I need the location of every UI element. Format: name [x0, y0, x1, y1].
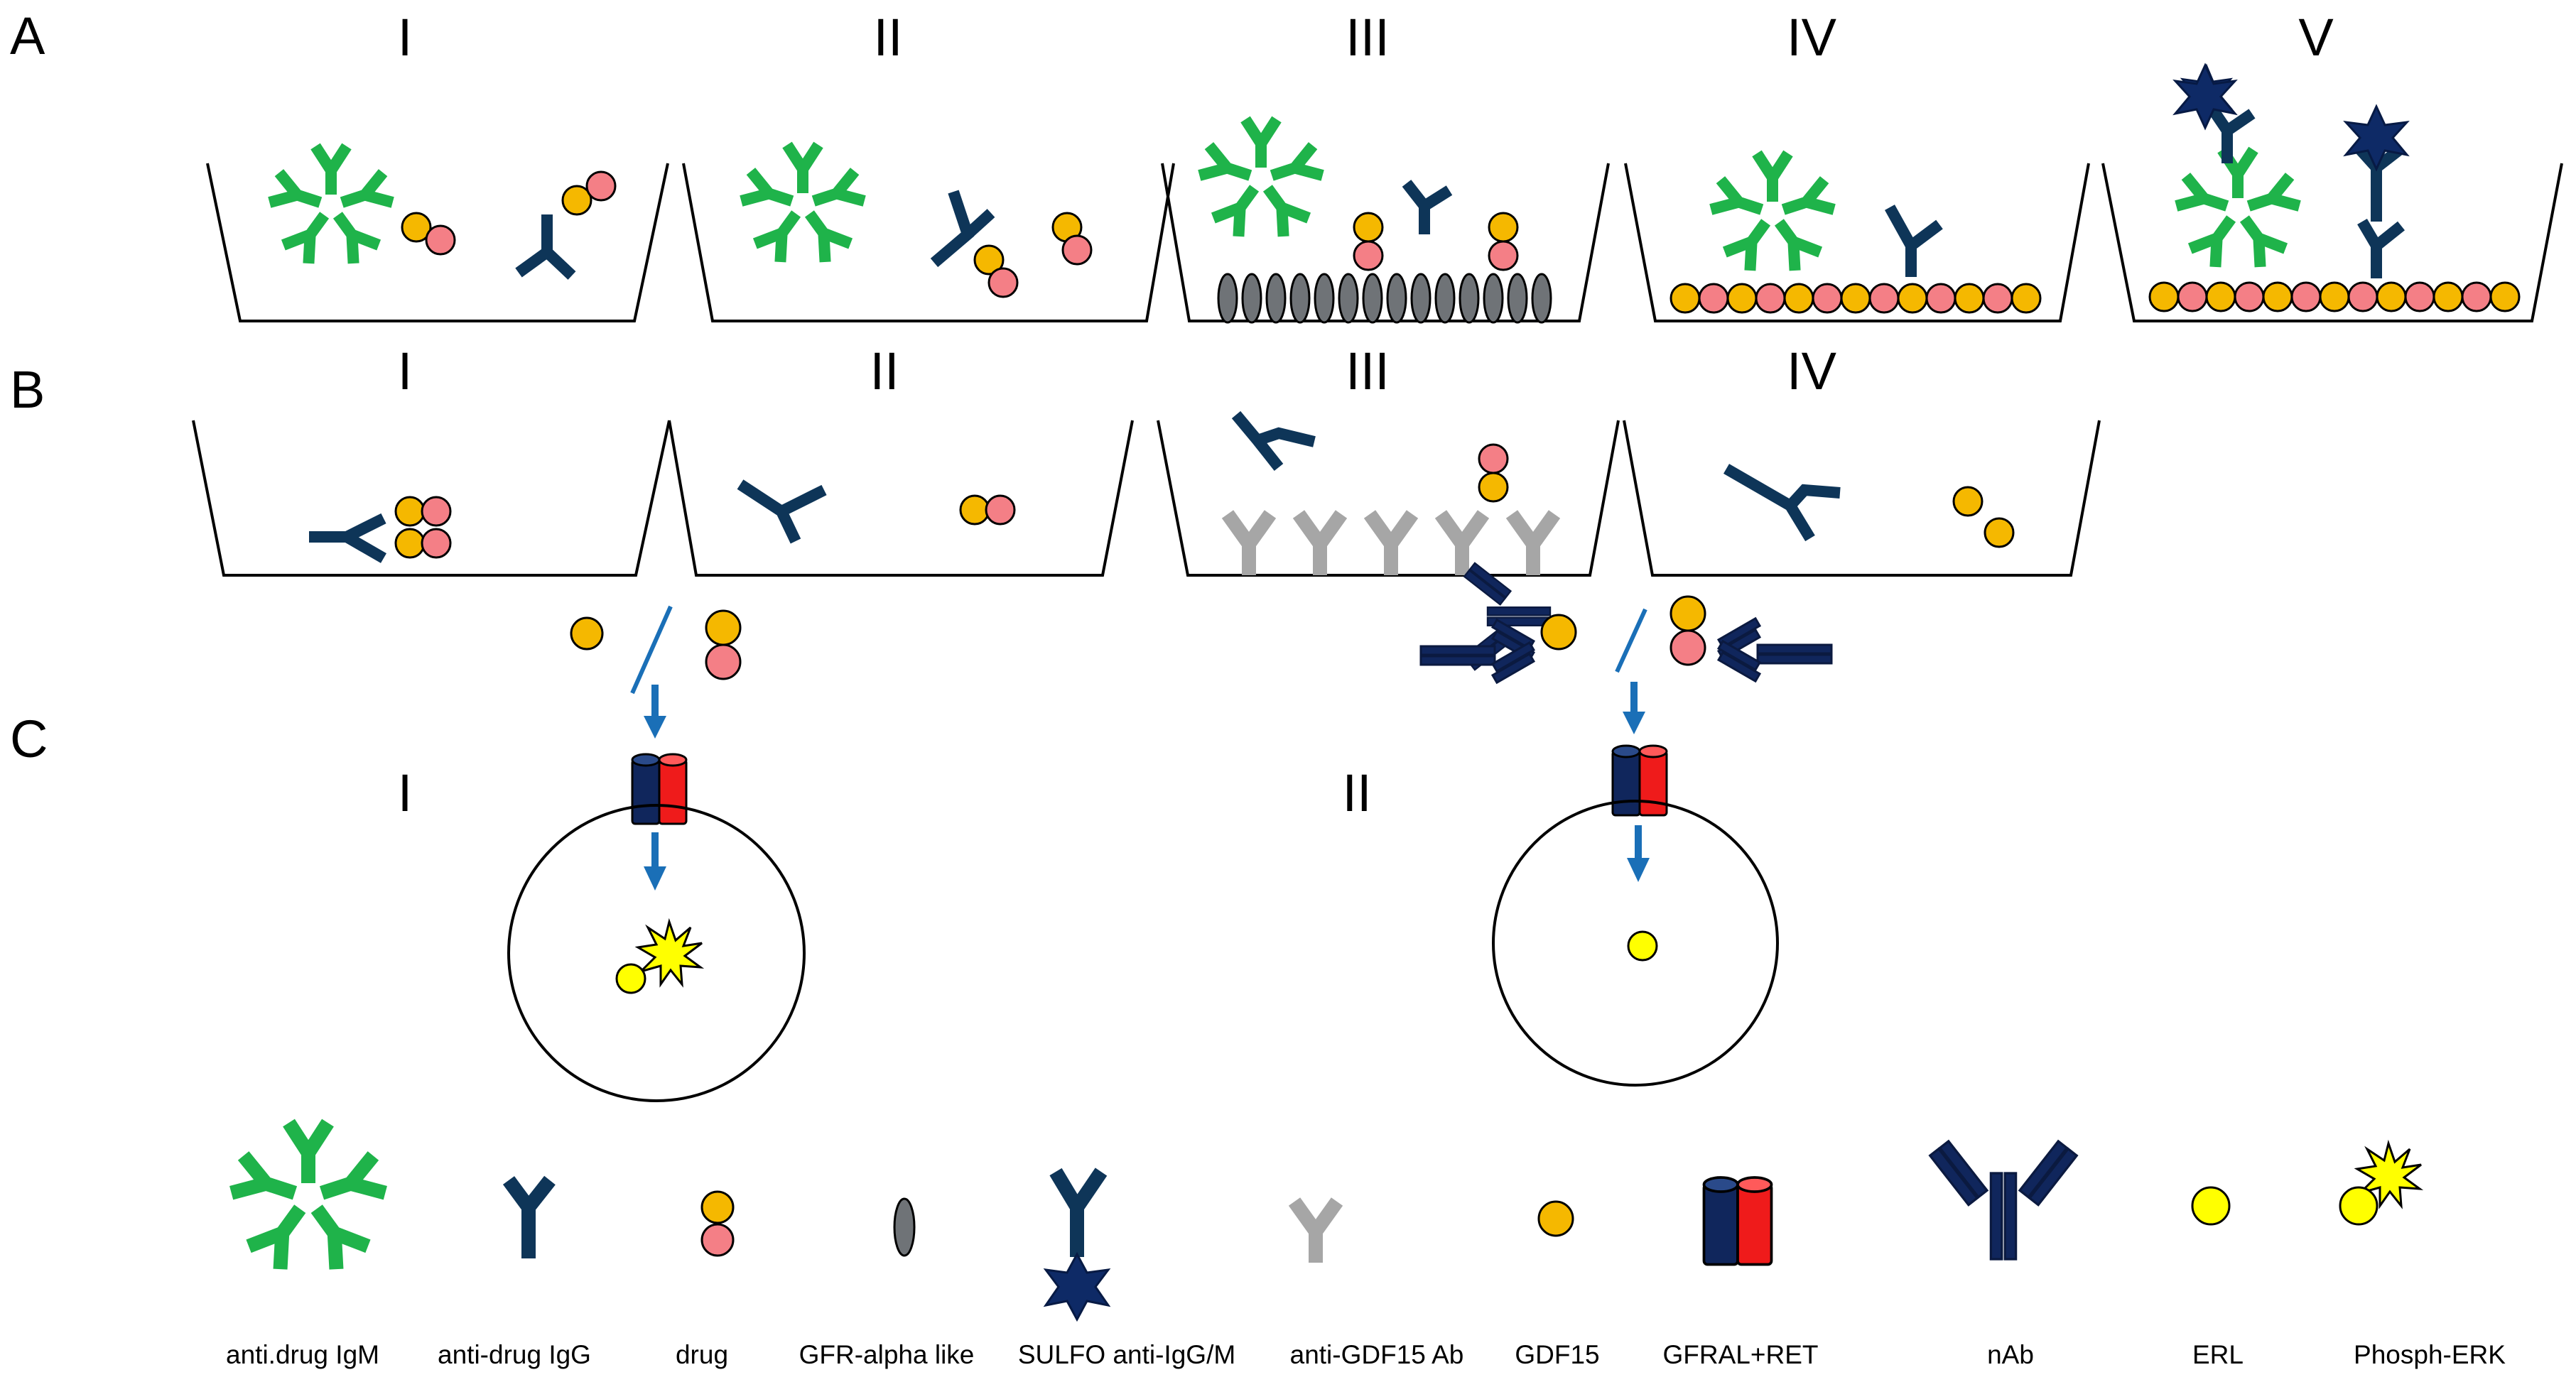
row-a-label-1: I: [398, 8, 413, 67]
phospho-erk-icon: [2339, 1142, 2423, 1226]
row-c-label-2: II: [1342, 763, 1371, 822]
legend-gfr-label: GFR-alpha like: [799, 1340, 975, 1369]
row-b-wells: [192, 420, 2101, 577]
legend-gfral-label: GFRAL+RET: [1663, 1340, 1819, 1369]
igg-icon: [1402, 180, 1453, 234]
drug-icon: [1488, 212, 1519, 271]
igg-drug-complex: [930, 190, 1019, 298]
gfral-ret-receptor: [631, 753, 688, 825]
igm-icon: [232, 1123, 386, 1269]
drug-coated-row: [1669, 283, 2042, 314]
panel-label-a: A: [10, 6, 45, 65]
legend-gdf15-label: GDF15: [1515, 1340, 1599, 1369]
row-b-label-2: II: [870, 342, 899, 401]
panel-label-b: B: [10, 360, 45, 419]
igg-gdf15-drug-complex: [309, 496, 452, 563]
legend-nab-label: nAb: [1987, 1340, 2034, 1369]
slash-divider: [1615, 608, 1647, 673]
phospho-erk-icon: [615, 920, 703, 994]
legend-drug-label: drug: [676, 1340, 728, 1369]
gdf15-icon: [570, 616, 604, 651]
igg-icon: [1231, 410, 1316, 471]
igg-icon: [502, 1175, 556, 1258]
row-a-wells: [206, 163, 2563, 322]
sulfo-star-icon: [2172, 62, 2238, 131]
sulfo-igg-complex: [2181, 65, 2256, 163]
gfral-ret-receptor: [1611, 744, 1668, 817]
row-b-label-1: I: [398, 342, 413, 401]
row-a-label-3: III: [1346, 8, 1390, 67]
drug-icon: [1478, 443, 1509, 503]
gfr-alpha-icon: [893, 1197, 916, 1257]
panel-label-c: C: [10, 709, 48, 768]
row-b-label-3: III: [1346, 342, 1390, 401]
drug-icon: [700, 1190, 735, 1257]
igm-icon: [269, 146, 392, 263]
cell: [1492, 800, 1779, 1087]
legend-igg-label: anti-drug IgG: [438, 1340, 591, 1369]
row-a-label-2: II: [873, 8, 902, 67]
anti-gdf15-icon: [1294, 1202, 1337, 1263]
gdf15-icon: [1952, 486, 1984, 517]
row-a-label-4: IV: [1787, 8, 1837, 67]
igm-icon: [741, 145, 864, 262]
gdf15-icon: [1537, 1200, 1574, 1237]
drug-icon: [1353, 212, 1384, 271]
drug-icon: [1051, 212, 1093, 266]
igm-icon: [1199, 119, 1322, 236]
arrow-down-icon: [644, 832, 666, 891]
erl-icon: [1627, 930, 1658, 962]
gfral-ret-icon: [1702, 1176, 1773, 1266]
nab-drug-complex: [1669, 595, 1833, 683]
legend-perk-label: Phosph-ERK: [2354, 1340, 2506, 1369]
slash-divider: [630, 605, 673, 695]
gfr-alpha-row: [1217, 273, 1552, 324]
erl-icon: [2191, 1186, 2231, 1226]
igm-icon: [2176, 150, 2299, 267]
row-b-label-4: IV: [1787, 342, 1837, 401]
drug-icon: [401, 212, 456, 256]
sulfo-igg-complex: [2353, 142, 2405, 278]
igg-icon: [737, 479, 827, 544]
drug-coated-row: [2148, 281, 2521, 312]
legend-sulfo-label: SULFO anti-IgG/M: [1018, 1340, 1235, 1369]
legend-anti-gdf15-label: anti-GDF15 Ab: [1290, 1340, 1464, 1369]
nab-icon: [1929, 1140, 2078, 1261]
nab-gdf15-complex: [1419, 614, 1577, 685]
igm-icon: [1711, 153, 1834, 271]
cell: [507, 804, 806, 1102]
anti-gdf15-row: [1228, 514, 1554, 575]
arrow-down-icon: [1627, 825, 1650, 882]
gdf15-icon: [1984, 517, 2015, 548]
drug-icon: [705, 609, 742, 680]
igg-icon: [1723, 464, 1841, 542]
drug-icon: [959, 494, 1016, 526]
igg-icon: [1885, 205, 1943, 277]
legend-igm-label: anti.drug IgM: [226, 1340, 379, 1369]
row-c-label-1: I: [398, 763, 413, 822]
row-a-label-5: V: [2298, 8, 2334, 67]
igg-drug-complex: [515, 170, 617, 280]
arrow-down-icon: [644, 685, 666, 739]
arrow-down-icon: [1623, 682, 1645, 734]
sulfo-anti-igg-icon: [1043, 1168, 1111, 1322]
legend-erl-label: ERL: [2192, 1340, 2244, 1369]
sulfo-star-icon: [2343, 104, 2410, 172]
